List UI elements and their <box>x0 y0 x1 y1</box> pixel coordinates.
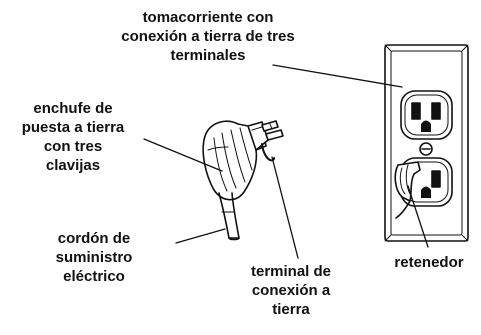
retainer-clip <box>394 161 421 219</box>
label-outlet: tomacorriente con conexión a tierra de t… <box>121 9 295 64</box>
power-cord <box>218 192 240 241</box>
leader-cord <box>175 228 226 244</box>
label-plug: enchufe de puesta a tierra con tres clav… <box>21 100 125 174</box>
plug-prongs <box>261 120 284 162</box>
outlet-center-screw <box>419 142 433 156</box>
leader-retainer <box>407 185 429 248</box>
leader-plug <box>143 138 223 172</box>
outlet-top-receptacle <box>400 90 453 140</box>
plug-body <box>202 120 267 201</box>
label-ground-terminal: terminal de conexión a tierra <box>250 263 332 318</box>
leader-ground <box>271 156 299 259</box>
label-power-cord: cordón de suministro eléctrico <box>55 230 133 285</box>
leader-outlet <box>272 64 403 88</box>
label-retainer: retenedor <box>394 254 464 271</box>
